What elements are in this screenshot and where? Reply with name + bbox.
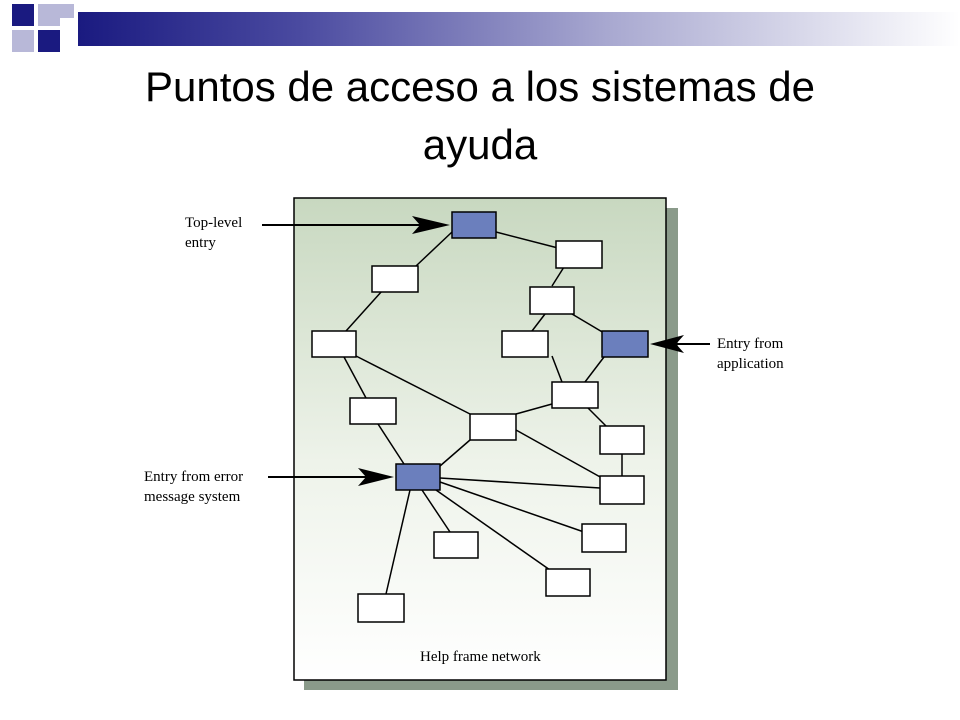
- connector-line: [415, 231, 453, 267]
- entry-arrows: [262, 216, 710, 486]
- connector-line: [551, 266, 565, 287]
- connector-line: [571, 313, 605, 334]
- frame-node: [501, 330, 549, 358]
- label-top-level-entry-1: Top-level: [185, 215, 242, 231]
- connector-line: [515, 403, 553, 415]
- frame-node: [357, 593, 405, 623]
- frame-node: [349, 397, 397, 425]
- connector-line: [435, 489, 551, 571]
- title-line-1: Puntos de acceso a los sistemas de: [144, 63, 816, 110]
- connector-line: [377, 423, 405, 465]
- frame-node: [555, 240, 603, 269]
- frame-node: [529, 286, 575, 315]
- network-connections: [343, 231, 623, 595]
- frame-node: [599, 425, 645, 455]
- connector-line: [385, 489, 411, 595]
- header-square-dark: [38, 30, 60, 52]
- label-entry-from-error-1: Entry from error: [144, 469, 243, 485]
- header-square-light: [12, 30, 34, 52]
- connector-line: [421, 489, 451, 533]
- header-square-light: [38, 4, 60, 26]
- arrow-error-head: [358, 468, 394, 486]
- entry-node-error: [395, 463, 441, 491]
- connector-line: [587, 407, 607, 427]
- connector-line: [584, 356, 605, 383]
- frame-node: [371, 265, 419, 293]
- title-line-2: ayuda: [422, 121, 538, 168]
- frame-node: [599, 475, 645, 505]
- connector-line: [355, 355, 471, 415]
- connector-line: [551, 355, 563, 383]
- frame-node: [581, 523, 627, 553]
- connector-line: [515, 429, 603, 479]
- connector-line: [531, 313, 546, 332]
- header-square-light: [60, 4, 74, 18]
- frame-node: [545, 568, 591, 597]
- label-entry-from-error-2: message system: [144, 489, 241, 505]
- label-entry-from-application-2: application: [717, 356, 784, 372]
- connector-line: [495, 231, 559, 249]
- entry-node-top-level: [451, 211, 497, 239]
- frame-node: [551, 381, 599, 409]
- diagram-caption: Help frame network: [420, 649, 541, 665]
- arrow-application-head: [650, 335, 684, 353]
- arrow-top-level-head: [412, 216, 450, 234]
- header-gradient-bar: [78, 12, 960, 46]
- page-title: Puntos de acceso a los sistemas de ayuda: [40, 58, 920, 174]
- frame-node: [433, 531, 479, 559]
- network-nodes: [311, 211, 649, 623]
- frame-node: [469, 413, 517, 441]
- connector-line: [439, 481, 585, 533]
- header-square-dark: [12, 4, 34, 26]
- connector-line: [439, 439, 471, 467]
- connector-line: [343, 356, 367, 399]
- frame-node: [311, 330, 357, 358]
- label-entry-from-application-1: Entry from: [717, 336, 784, 352]
- entry-node-application: [601, 330, 649, 358]
- connector-line: [345, 290, 383, 332]
- label-top-level-entry-2: entry: [185, 235, 216, 251]
- connector-line: [439, 477, 601, 489]
